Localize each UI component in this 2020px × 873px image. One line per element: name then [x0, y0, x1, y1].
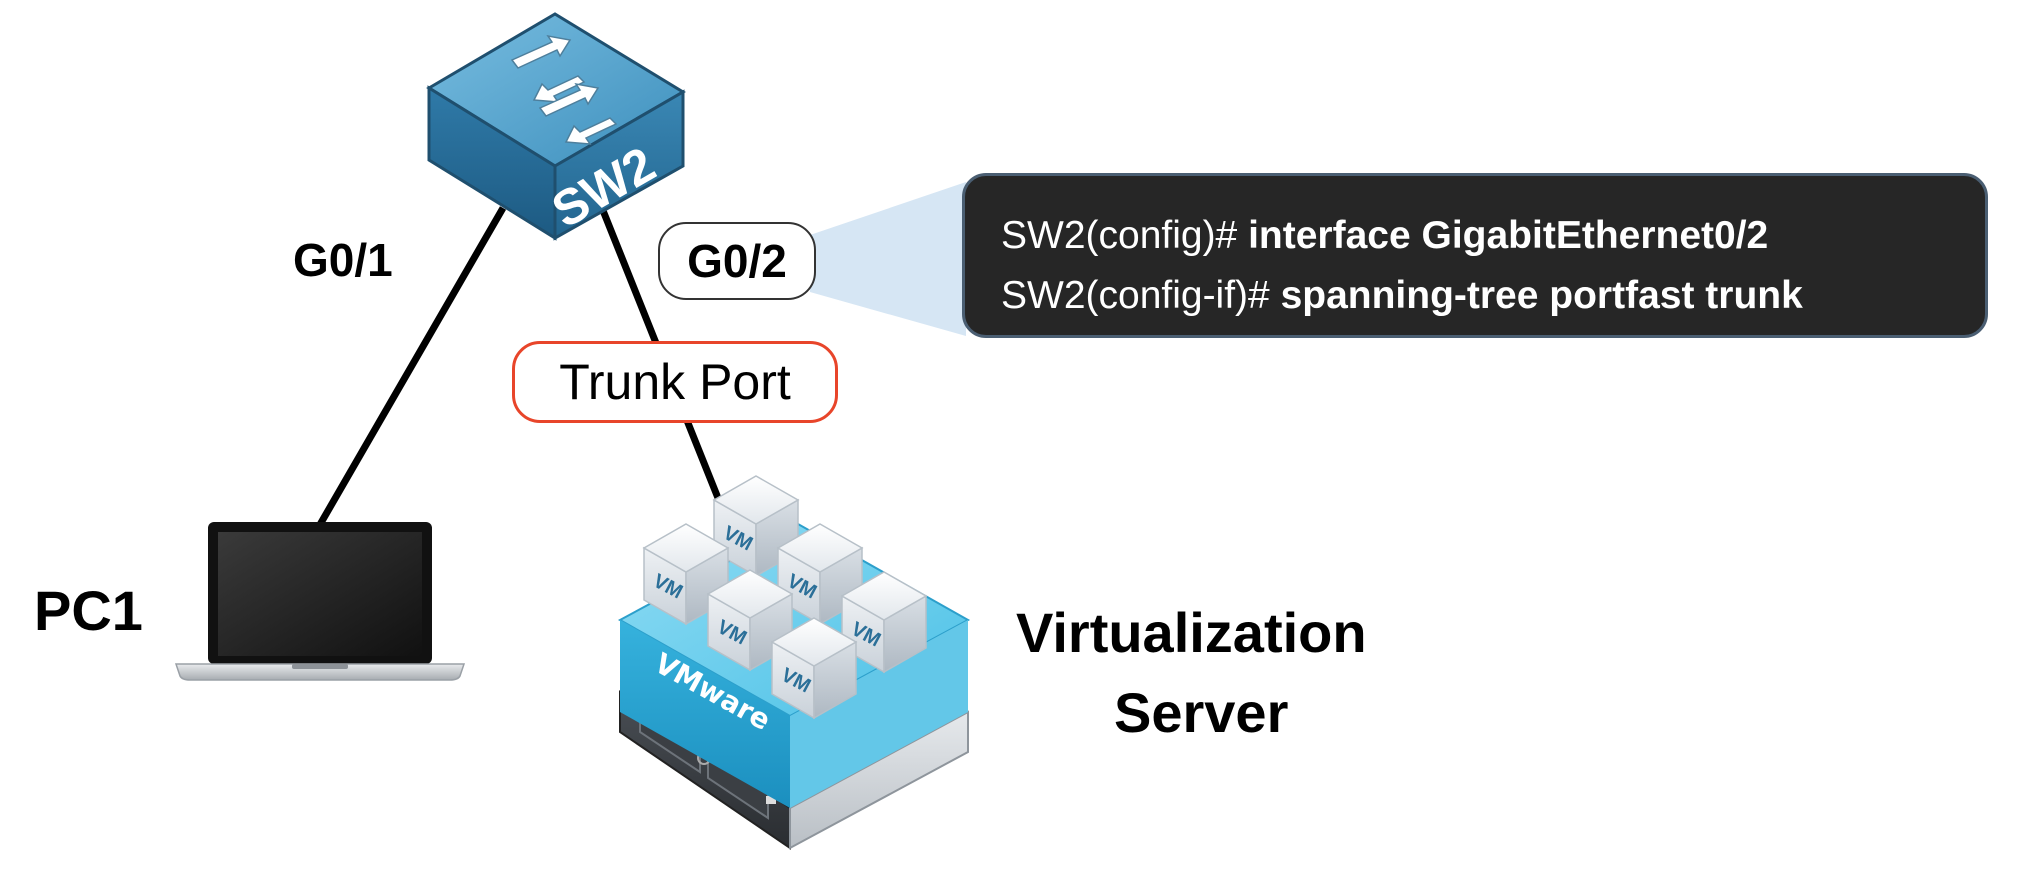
cli-line-1: SW2(config)# interface GigabitEthernet0/…: [1001, 206, 1985, 266]
cli-command-2: spanning-tree portfast trunk: [1280, 274, 1803, 317]
cli-prompt-1: SW2(config)#: [1001, 214, 1249, 257]
cli-line-2: SW2(config-if)# spanning-tree portfast t…: [1001, 266, 1985, 326]
port-label-g0-2: G0/2: [658, 222, 816, 300]
vm-cube-icon: VM: [770, 617, 858, 720]
server-label-line2: Server: [1114, 681, 1289, 744]
pc1-label: PC1: [34, 579, 143, 642]
cli-console: SW2(config)# interface GigabitEthernet0/…: [962, 173, 1988, 338]
link-sw2-pc1: [314, 206, 507, 530]
server-icon[interactable]: [617, 522, 971, 850]
callout-wedge: [810, 182, 966, 336]
port-label-g0-1: G0/1: [293, 234, 393, 286]
vm-cube-icon: VM: [706, 569, 794, 672]
cli-prompt-2: SW2(config-if)#: [1001, 274, 1281, 317]
laptop-icon[interactable]: [174, 522, 466, 681]
switch-icon[interactable]: [426, 12, 686, 241]
server-label-line1: Virtualization: [1016, 601, 1367, 664]
cli-command-1: interface GigabitEthernet0/2: [1248, 214, 1769, 257]
trunk-port-label: Trunk Port: [512, 341, 838, 423]
vm-cube-icon: VM: [642, 523, 730, 626]
